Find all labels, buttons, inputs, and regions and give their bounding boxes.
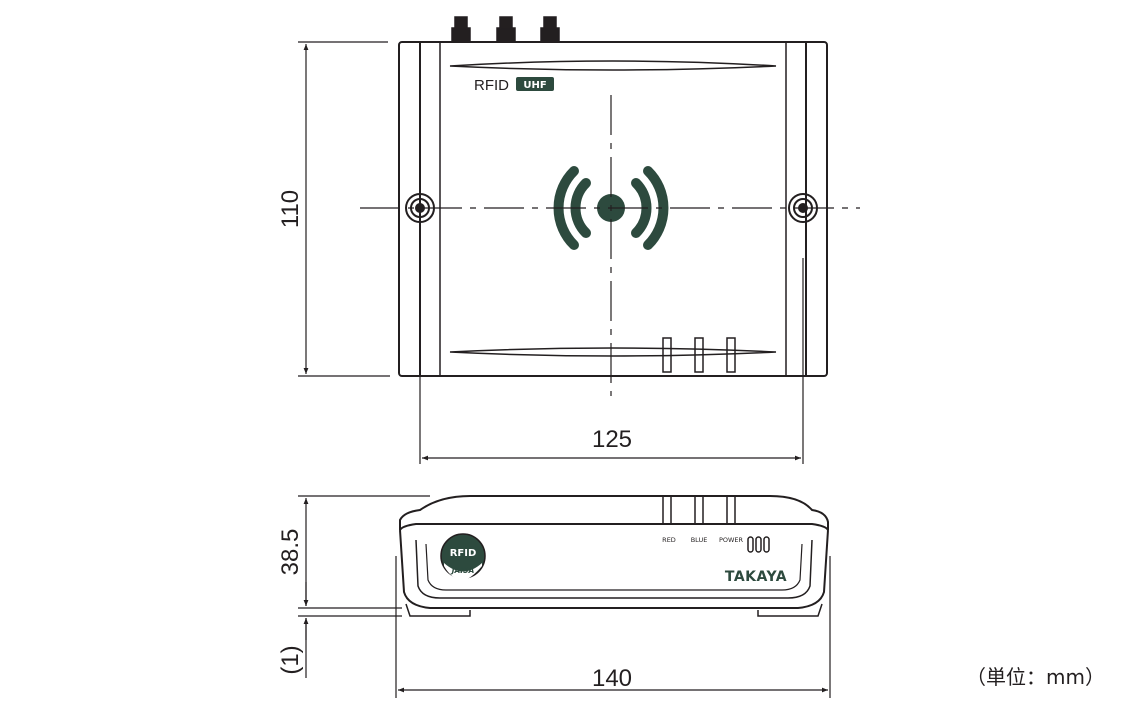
dim-width-front-label: 140 bbox=[592, 665, 632, 692]
badge-rfid-text: RFID bbox=[450, 548, 477, 559]
dim-depth-label: 38.5 bbox=[277, 529, 304, 576]
unit-note: （単位：mm） bbox=[966, 665, 1105, 689]
front-view bbox=[399, 495, 829, 617]
led-label-power: POWER bbox=[719, 536, 744, 544]
dim-width-top bbox=[419, 258, 804, 464]
rfid-jaisa-badge: RFID JAISA bbox=[440, 533, 486, 580]
dim-width-top-label: 125 bbox=[592, 426, 632, 453]
dim-height-label: 110 bbox=[277, 190, 304, 228]
brand-logo-text: TAKAYA bbox=[725, 569, 787, 585]
dim-foot-label: (1) bbox=[277, 645, 304, 674]
logo-rfid-text: RFID bbox=[474, 77, 509, 94]
dim-depth bbox=[298, 495, 430, 678]
top-logo: RFID UHF bbox=[474, 77, 554, 94]
led-label-blue: BLUE bbox=[691, 536, 708, 544]
dim-width-front bbox=[395, 556, 831, 698]
top-body-outline bbox=[398, 41, 828, 377]
dim-height bbox=[298, 41, 390, 377]
logo-uhf-badge: UHF bbox=[523, 80, 546, 91]
led-light-pipes bbox=[662, 337, 736, 373]
led-label-red: RED bbox=[662, 536, 676, 544]
center-lines bbox=[360, 95, 860, 396]
status-leds bbox=[747, 536, 770, 553]
badge-jaisa-text: JAISA bbox=[450, 566, 475, 575]
antenna-connectors bbox=[451, 16, 560, 43]
